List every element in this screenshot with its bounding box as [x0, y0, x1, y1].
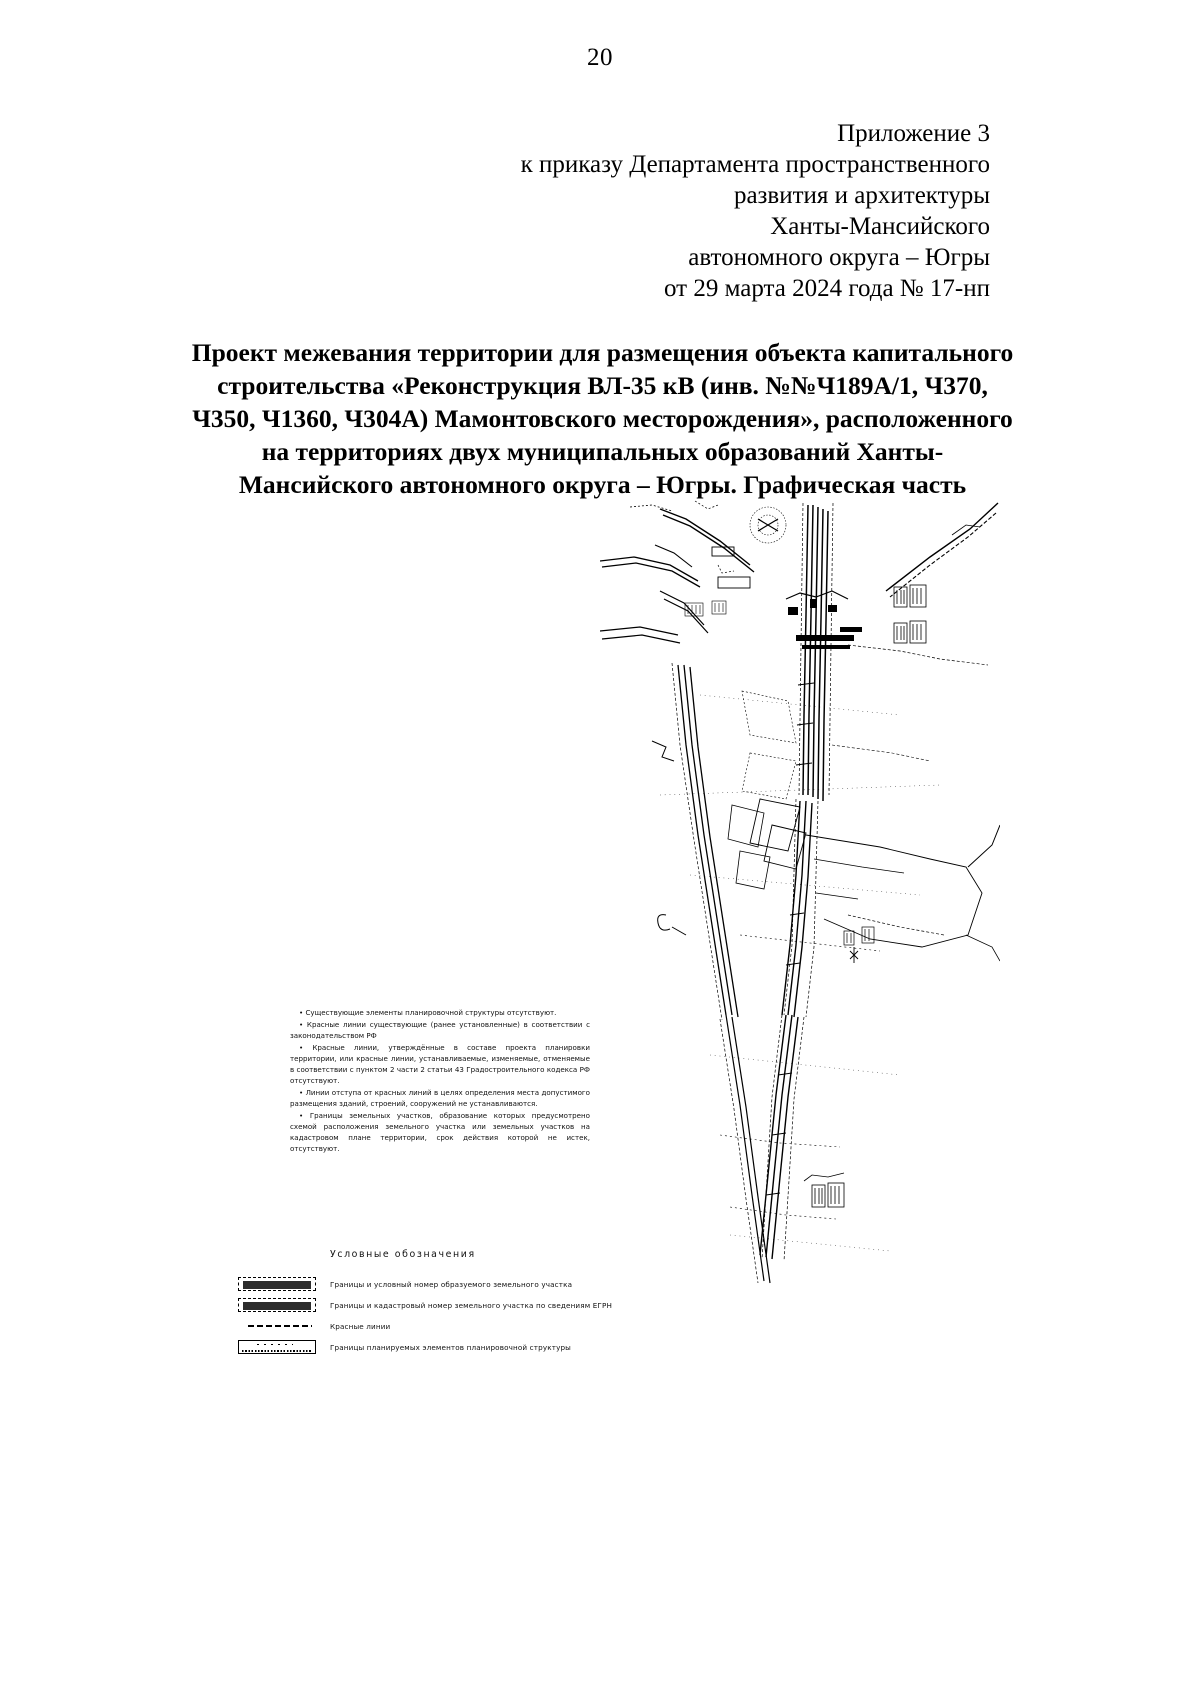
legend-label: Границы планируемых элементов планировоч…: [330, 1342, 572, 1352]
title-line-5: Мансийского автономного округа – Югры. Г…: [238, 470, 967, 499]
approval-line-3: развития и архитектуры: [733, 182, 990, 209]
legend-symbol-planning-structure-icon: [238, 1340, 316, 1354]
title-line-2: строительства «Реконструкция ВЛ-35 кВ (и…: [217, 371, 988, 400]
page-number: 20: [587, 44, 613, 71]
note-item: Границы земельных участков, образование …: [290, 1110, 590, 1155]
approval-line-4: Ханты-Мансийского: [770, 213, 990, 240]
legend-title: Условные обозначения: [330, 1249, 476, 1260]
legend-symbol-red-lines-icon: [238, 1319, 316, 1333]
legend-symbol-parcel-formed-icon: [238, 1277, 316, 1291]
approval-line-2: к приказу Департамента пространственного: [520, 151, 990, 178]
cadastral-map-drawing: [600, 495, 1000, 1285]
approval-line-5: автономного округа – Югры: [688, 244, 990, 271]
legend-row: Границы и условный номер образуемого зем…: [238, 1275, 658, 1293]
legend-label: Границы и условный номер образуемого зем…: [330, 1279, 573, 1289]
approval-block: Приложение 3 к приказу Департамента прос…: [430, 118, 990, 304]
approval-line-6: от 29 марта 2024 года № 17-нп: [663, 275, 990, 302]
note-item: Существующие элементы планировочной стру…: [290, 1007, 590, 1018]
title-line-1: Проект межевания территории для размещен…: [191, 338, 1014, 367]
title-line-4: на территориях двух муниципальных образо…: [261, 437, 944, 466]
notes-block: Существующие элементы планировочной стру…: [290, 1007, 590, 1155]
legend-label: Границы и кадастровый номер земельного у…: [330, 1300, 612, 1310]
note-item: Линии отступа от красных линий в целях о…: [290, 1087, 590, 1109]
note-item: Красные линии существующие (ранее устано…: [290, 1019, 590, 1041]
legend-label: Красные линии: [330, 1321, 391, 1331]
legend: Условные обозначения Границы и условный …: [238, 1249, 658, 1359]
legend-row: Красные линии: [238, 1317, 658, 1335]
document-title: Проект межевания территории для размещен…: [110, 336, 1095, 501]
legend-row: Границы планируемых элементов планировоч…: [238, 1338, 658, 1356]
legend-row: Границы и кадастровый номер земельного у…: [238, 1296, 658, 1314]
legend-symbol-parcel-egrn-icon: [238, 1298, 316, 1312]
approval-line-1: Приложение 3: [837, 120, 990, 147]
note-item: Красные линии, утверждённые в составе пр…: [290, 1042, 590, 1087]
title-line-3: Ч350, Ч1360, Ч304А) Мамонтовского местор…: [192, 404, 1013, 433]
